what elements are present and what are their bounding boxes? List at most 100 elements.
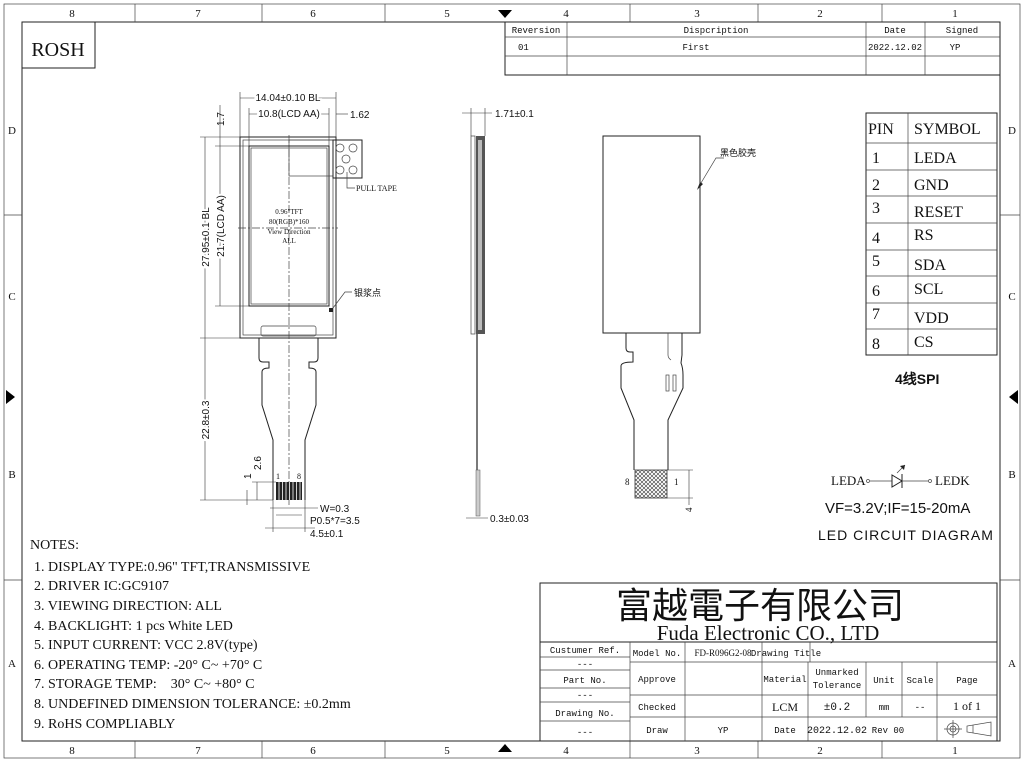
- model-no-value: FD-R096G2-08: [694, 648, 752, 658]
- pin-symbol: CS: [914, 334, 934, 351]
- pin-symbol: RESET: [914, 204, 963, 221]
- column-label: 1: [952, 745, 958, 757]
- dim-thickness: 1.71±0.1: [495, 109, 534, 120]
- column-label: 6: [310, 745, 316, 757]
- housing-label: 黑色胶壳: [720, 147, 756, 158]
- led-circuit: LEDA LEDK VF=3.2V;IF=15-20mA LED CIRCUIT…: [818, 464, 993, 543]
- pin-1-label: 1: [674, 477, 679, 487]
- side-view: 1.71±0.1 0.3±0.03: [462, 108, 534, 525]
- note-item: 9. RoHS COMPLIABLY: [34, 717, 175, 732]
- pin-symbol: RS: [914, 227, 934, 244]
- interface-label: 4线SPI: [895, 371, 939, 387]
- center-mark-bottom-icon: [498, 744, 512, 752]
- glue-point-label: 银浆点: [354, 287, 381, 298]
- date-header: Date: [884, 26, 906, 36]
- pin-number: 7: [872, 306, 880, 323]
- pin-number: 4: [872, 230, 880, 247]
- back-view: 黑色胶壳 8 1 4: [602, 135, 756, 512]
- center-mark-left-icon: [6, 390, 15, 404]
- pin-header: PIN: [868, 121, 894, 138]
- material-label: Material: [763, 675, 806, 685]
- customer-ref-value: ---: [577, 660, 593, 670]
- pin-number: 1: [872, 150, 880, 167]
- dim-height-aa: 21.7(LCD AA): [216, 195, 227, 257]
- note-item: 1. DISPLAY TYPE:0.96" TFT,TRANSMISSIVE: [34, 560, 310, 575]
- dim-fpc-width: 4.5±0.1: [310, 529, 344, 540]
- pull-tape-label: PULL TAPE: [356, 184, 397, 193]
- column-label: 8: [69, 745, 75, 757]
- row-label: B: [1008, 469, 1015, 481]
- column-label: 3: [694, 745, 700, 757]
- column-label: 4: [563, 8, 569, 20]
- dim-fpc-thickness: 0.3±0.03: [490, 514, 529, 525]
- material-value: LCM: [772, 700, 798, 714]
- connector-pads-back: [635, 470, 667, 498]
- note-item: 8. UNDEFINED DIMENSION TOLERANCE: ±0.2mm: [34, 697, 351, 712]
- screen-label: ALL: [282, 237, 296, 245]
- pin-8-label: 8: [297, 472, 301, 481]
- row-label: C: [8, 291, 15, 303]
- approve-label: Approve: [638, 675, 676, 685]
- column-label: 5: [444, 745, 450, 757]
- column-label: 8: [69, 8, 75, 20]
- description-header: Dispcription: [684, 26, 749, 36]
- part-no-label: Part No.: [563, 676, 606, 686]
- pin-symbol: GND: [914, 177, 949, 194]
- pull-tape: [332, 139, 363, 179]
- note-item: 5. INPUT CURRENT: VCC 2.8V(type): [34, 638, 258, 653]
- column-label: 4: [563, 745, 569, 757]
- screen-label: View Direction: [268, 228, 311, 236]
- page-label: Page: [956, 676, 978, 686]
- revision-value: Rev 00: [872, 726, 904, 736]
- projection-symbol-icon: [944, 720, 992, 738]
- part-no-value: ---: [577, 691, 593, 701]
- logo: ROSH: [31, 39, 84, 61]
- title-block: 富越電子有限公司 Fuda Electronic CO., LTD Custum…: [539, 582, 998, 742]
- column-label: 2: [817, 745, 823, 757]
- customer-ref-label: Custumer Ref.: [550, 646, 620, 656]
- column-label: 1: [952, 8, 958, 20]
- pin-table: PIN SYMBOL 1 LEDA 2 GND 3 RESET 4 RS 5 S…: [865, 112, 998, 387]
- pin-number: 5: [872, 253, 880, 270]
- dim-offset-top: 1.7: [216, 112, 227, 126]
- note-item: 3. VIEWING DIRECTION: ALL: [34, 599, 222, 614]
- page-value: 1 of 1: [953, 699, 981, 713]
- tolerance-label: Tolerance: [813, 681, 862, 691]
- revision-header: Reversion: [512, 26, 561, 36]
- row-label: C: [1008, 291, 1015, 303]
- row-label: D: [1008, 125, 1016, 137]
- dim-fpc-length: 22.8±0.3: [201, 400, 212, 439]
- pin-number: 8: [872, 336, 880, 353]
- row-label: B: [8, 469, 15, 481]
- notes: NOTES: 1. DISPLAY TYPE:0.96" TFT,TRANSMI…: [30, 538, 351, 732]
- model-no-label: Model No.: [633, 649, 682, 659]
- dim-pad-height: 2.6: [253, 456, 264, 470]
- screen-label: 0.96"TFT: [275, 208, 303, 216]
- revision-cell: 01: [518, 43, 529, 53]
- front-view: PULL TAPE 银浆点 0.96"TFT 80(RGB)*160 View …: [199, 91, 397, 540]
- dim-pitch: P0.5*7=3.5: [310, 516, 360, 527]
- dim-width-bl: 14.04±0.10 BL: [256, 93, 321, 104]
- dim-pad-offset: 1: [243, 473, 254, 479]
- signed-cell: YP: [950, 43, 961, 53]
- scale-value: --: [915, 703, 926, 713]
- date-label: Date: [774, 726, 796, 736]
- dim-pad: 4: [684, 507, 694, 512]
- note-item: 6. OPERATING TEMP: -20° C~ +70° C: [34, 658, 262, 673]
- dim-pad-width: W=0.3: [320, 504, 350, 515]
- pin-number: 6: [872, 283, 880, 300]
- drawing-no-label: Drawing No.: [555, 709, 614, 719]
- dim-width-aa: 10.8(LCD AA): [258, 109, 320, 120]
- pin-number: 2: [872, 177, 880, 194]
- tolerance-label: Unmarked: [815, 668, 858, 678]
- column-label: 5: [444, 8, 450, 20]
- center-mark-top-icon: [498, 10, 512, 18]
- pin-number: 3: [872, 200, 880, 217]
- connector-pads: [276, 482, 302, 500]
- led-cathode-label: LEDK: [935, 473, 970, 488]
- row-label: D: [8, 125, 16, 137]
- pin-symbol: LEDA: [914, 150, 957, 167]
- company-name-en: Fuda Electronic CO., LTD: [657, 621, 880, 645]
- description-cell: First: [682, 43, 709, 53]
